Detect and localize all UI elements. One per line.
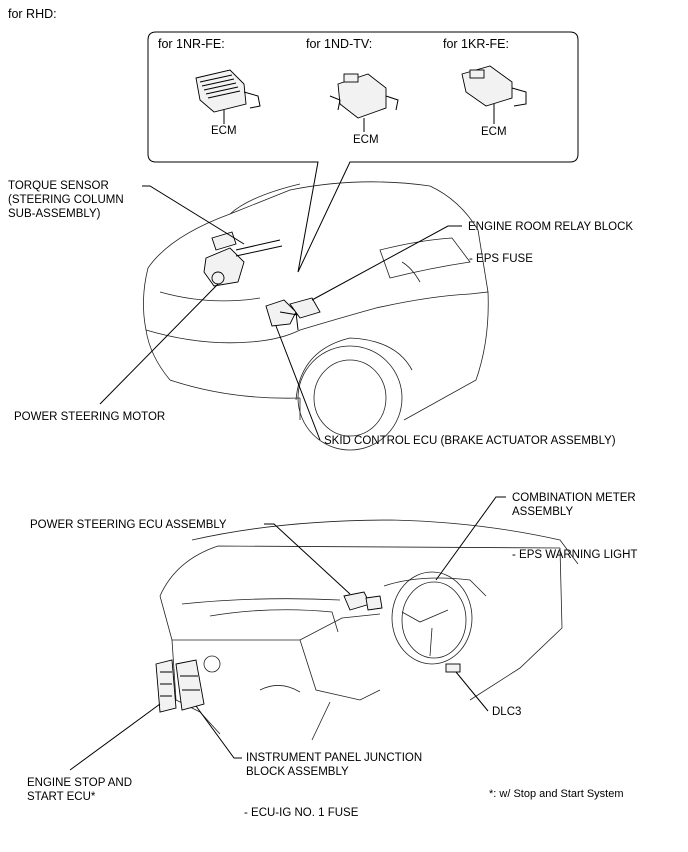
torque-sensor-leader: [142, 185, 245, 245]
engine-stop-start-ecu-icon: [155, 659, 177, 713]
dlc3-icon: [445, 663, 461, 673]
dashboard-illustration: [159, 519, 579, 741]
skid-control-ecu-label: SKID CONTROL ECU (BRAKE ACTUATOR ASSEMBL…: [324, 435, 616, 447]
ip-junction-block-icon: [175, 659, 205, 711]
vehicle-front-illustration: [143, 181, 489, 451]
eps-fuse-label: - EPS FUSE: [469, 253, 533, 265]
engine-room-relay-block-icon: [289, 297, 321, 319]
ecm-variant-label-1: for 1NR-FE:: [158, 37, 225, 51]
relay-block-leader: [311, 225, 462, 301]
combination-meter-label: COMBINATION METER ASSEMBLY: [512, 492, 636, 518]
ps-motor-leader: [99, 283, 219, 405]
ecm-variant-label-2: for 1ND-TV:: [306, 37, 373, 51]
ecm-part-label-3: ECM: [481, 126, 507, 138]
power-steering-motor-label: POWER STEERING MOTOR: [14, 411, 166, 423]
torque-sensor-label: TORQUE SENSOR (STEERING COLUMN SUB-ASSEM…: [8, 180, 124, 220]
eps-warning-light-label: - EPS WARNING LIGHT: [512, 549, 638, 561]
power-steering-ecu-label: POWER STEERING ECU ASSEMBLY: [30, 519, 227, 531]
ecu-ig-fuse-label: - ECU-IG NO. 1 FUSE: [244, 807, 359, 819]
ecm-1nr-icon: [195, 69, 261, 124]
ecm-part-label-2: ECM: [353, 134, 379, 146]
combination-meter-leader: [435, 496, 506, 581]
ecm-callout-box: [147, 31, 579, 273]
footnote-label: *: w/ Stop and Start System: [489, 788, 624, 800]
ecm-variant-label-3: for 1KR-FE:: [443, 37, 509, 51]
ip-junction-block-label: INSTRUMENT PANEL JUNCTION BLOCK ASSEMBLY: [246, 752, 423, 778]
ecm-part-label-1: ECM: [211, 125, 237, 137]
header-title: for RHD:: [8, 7, 57, 21]
ip-junction-leader: [195, 705, 242, 759]
dlc3-leader: [455, 671, 489, 712]
dlc3-label: DLC3: [492, 706, 522, 718]
ps-ecu-leader: [264, 523, 351, 595]
skid-control-leader: [275, 325, 321, 441]
torque-sensor-icon: [203, 231, 283, 287]
ecm-1nd-icon: [329, 73, 399, 132]
ecm-1kr-icon: [461, 65, 527, 124]
engine-room-relay-label: ENGINE ROOM RELAY BLOCK: [468, 221, 634, 233]
engine-stop-leader: [69, 703, 161, 771]
power-steering-ecu-icon: [343, 591, 383, 611]
engine-stop-start-ecu-label: ENGINE STOP AND START ECU*: [27, 777, 133, 803]
